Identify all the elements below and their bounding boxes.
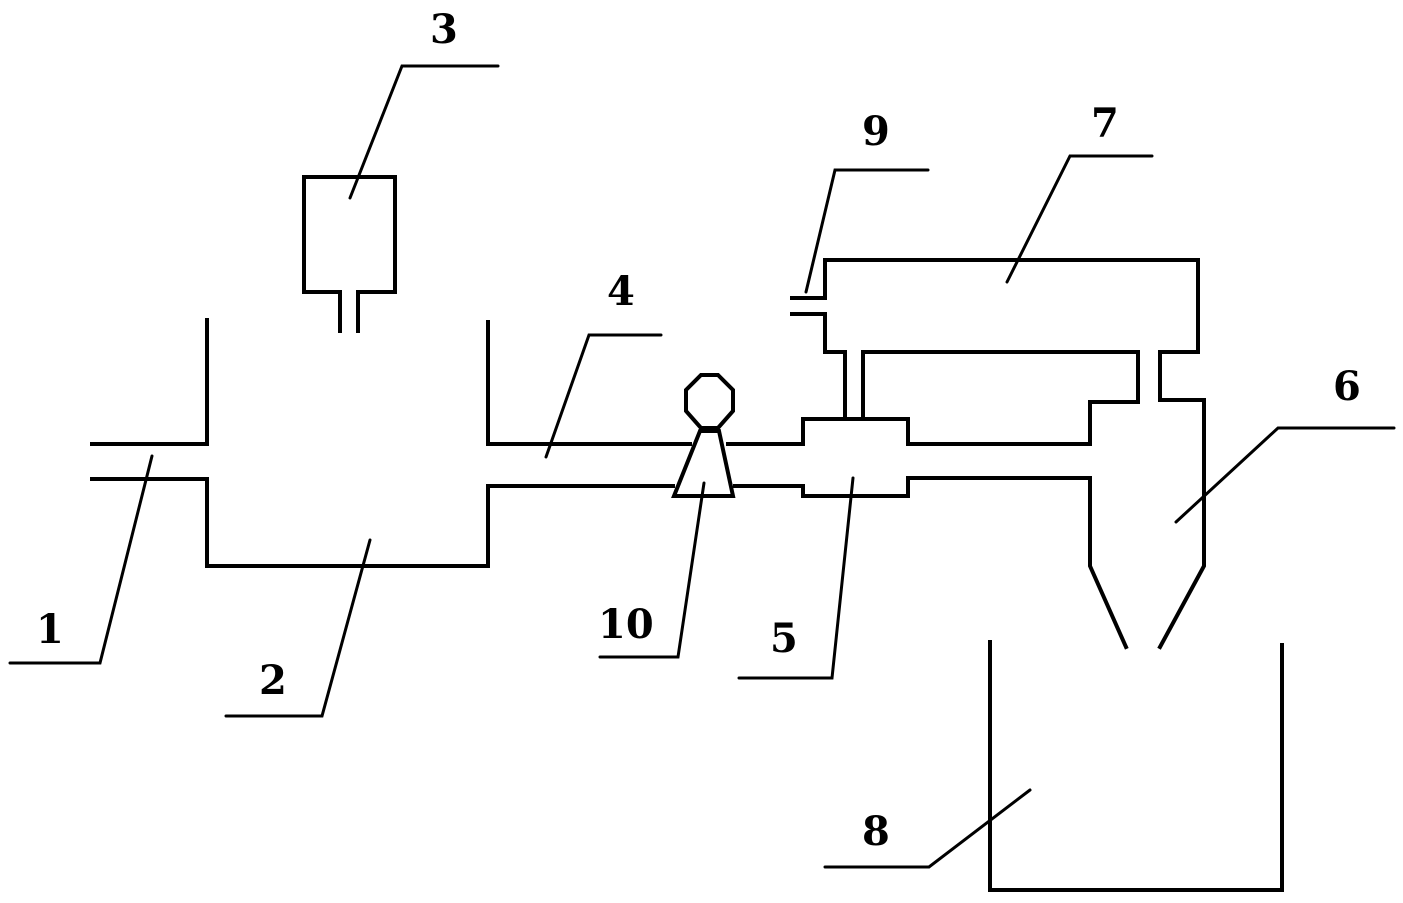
mixer-block [790, 312, 1140, 498]
label-7: 7 [1091, 100, 1119, 147]
label-10: 10 [598, 601, 654, 648]
mixing-chamber [205, 477, 490, 568]
label-3: 3 [430, 6, 458, 53]
label-2: 2 [259, 657, 287, 704]
leader-2 [224, 538, 372, 718]
label-6: 6 [1333, 363, 1361, 410]
leader-9 [804, 168, 930, 294]
leader-1 [8, 454, 154, 665]
collection-tank [988, 640, 1284, 892]
leader-lines [8, 64, 1396, 869]
label-5: 5 [770, 615, 798, 662]
separator-hopper [1088, 398, 1206, 650]
leader-4 [544, 333, 663, 459]
leader-5 [737, 476, 855, 680]
leader-10 [598, 481, 706, 659]
leader-3 [348, 64, 500, 200]
leader-7 [1005, 154, 1154, 284]
inlet-pipe [90, 318, 209, 481]
label-9: 9 [862, 108, 890, 155]
label-1: 1 [36, 606, 64, 653]
leader-6 [1174, 426, 1396, 524]
label-8: 8 [862, 808, 890, 855]
valve-symbol [671, 373, 736, 498]
return-channel [790, 258, 1206, 402]
leader-8 [823, 788, 1032, 869]
dosing-container [302, 175, 397, 333]
label-4: 4 [607, 268, 635, 315]
connecting-pipe [486, 442, 805, 488]
